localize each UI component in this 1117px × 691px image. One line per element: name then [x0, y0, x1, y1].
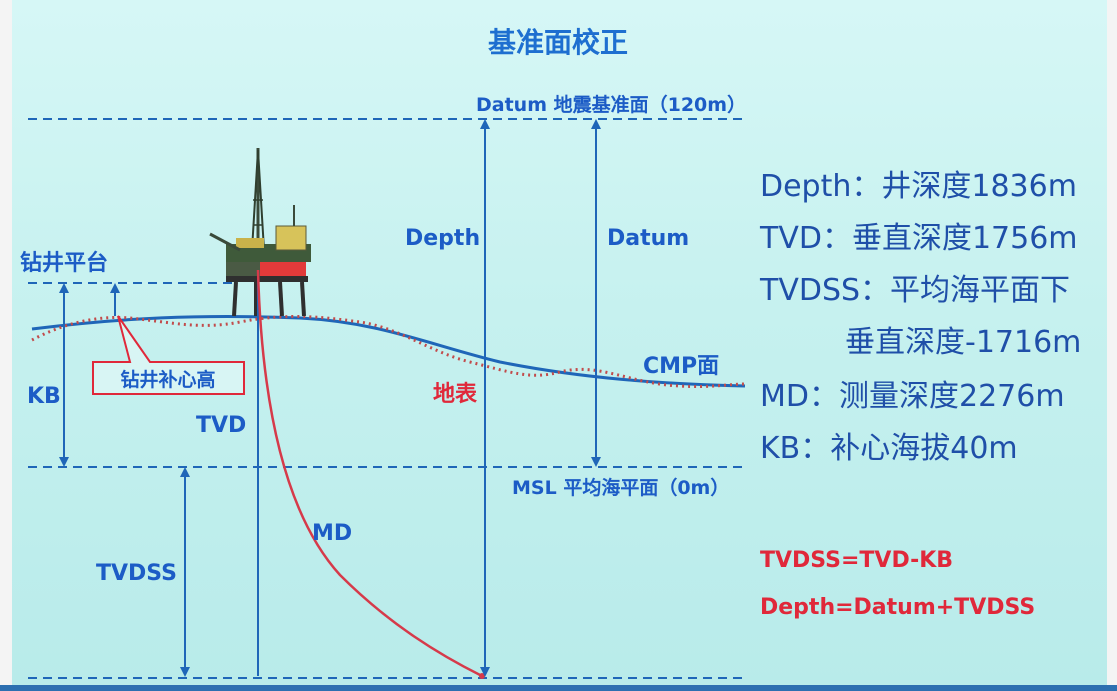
formula-tvdss: TVDSS=TVD-KB: [760, 548, 953, 573]
frame-bottom: [0, 685, 1117, 691]
msl-plane-label: MSL 平均海平面（0m）: [512, 476, 729, 499]
tvd-label: TVD: [196, 413, 246, 438]
drill-floor-label: 钻井平台: [20, 250, 108, 276]
datum-arrow-label: Datum: [607, 226, 689, 251]
legend-tvd: TVD：垂直深度1756m: [759, 221, 1078, 256]
surface-label: 地表: [433, 382, 478, 407]
kb-arrow-label: KB: [27, 384, 61, 409]
md-label: MD: [312, 521, 352, 546]
datum-plane-label: Datum 地震基准面（120m）: [476, 93, 746, 116]
frame-right: [1107, 0, 1117, 691]
legend-tvdss-cont: 垂直深度-1716m: [845, 325, 1081, 360]
frame-left: [0, 0, 12, 691]
formula-depth: Depth=Datum+TVDSS: [760, 595, 1035, 620]
wellbore-md-curve: [256, 269, 483, 678]
legend-depth: Depth：井深度1836m: [760, 169, 1077, 204]
legend-block: Depth：井深度1836m TVD：垂直深度1756m TVDSS：平均海平面…: [759, 169, 1081, 466]
legend-kb: KB：补心海拔40m: [760, 431, 1018, 466]
cmp-plane-label: CMP面: [643, 354, 719, 379]
kb-callout-label: 钻井补心高: [120, 368, 215, 391]
kb-callout: 钻井补心高: [92, 315, 245, 395]
legend-tvdss: TVDSS：平均海平面下: [759, 273, 1070, 308]
drilling-platform-icon: [209, 148, 311, 317]
legend-md: MD：测量深度2276m: [760, 379, 1065, 414]
page-title: 基准面校正: [488, 26, 628, 59]
well-bottom-point: [479, 673, 485, 679]
depth-arrow-label: Depth: [405, 226, 480, 251]
tvdss-arrow-label: TVDSS: [96, 561, 177, 586]
